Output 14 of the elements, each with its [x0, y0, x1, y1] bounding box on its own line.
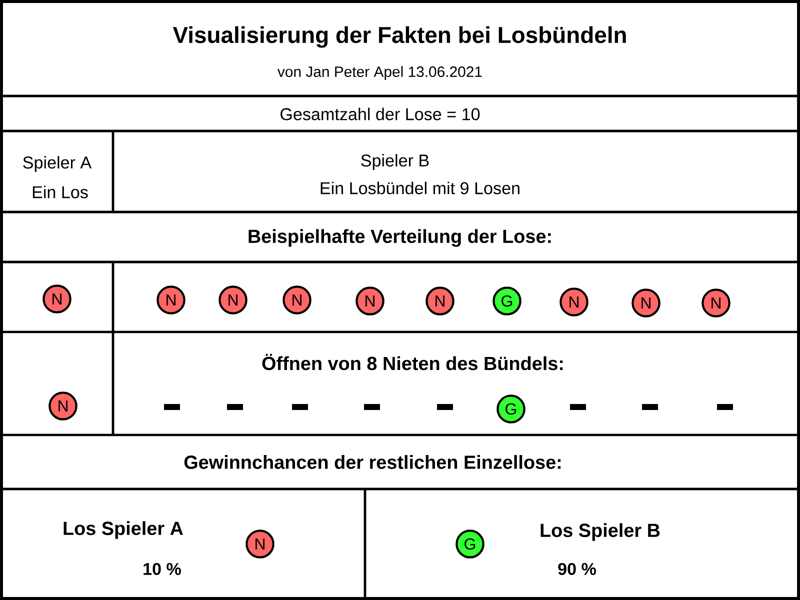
- section-heading: Öffnen von 8 Nieten des Bündels:: [262, 354, 563, 370]
- author-date: von Jan Peter Apel 13.06.2021: [278, 66, 482, 80]
- total-count: Gesamtzahl der Lose = 10: [280, 108, 480, 120]
- cell-text: Los Spieler A: [64, 521, 183, 539]
- percentage: 10 %: [144, 562, 181, 576]
- section-heading: Beispielhafte Verteilung der Lose:: [248, 229, 551, 247]
- cell-text: Los Spieler B: [540, 523, 660, 541]
- cell-text: Spieler B: [361, 154, 429, 170]
- cell-text: Spieler A: [23, 156, 92, 172]
- section-heading: Gewinnchancen der restlichen Einzellose:: [184, 455, 561, 469]
- title: Visualisierung der Fakten bei Losbündeln: [172, 26, 626, 48]
- cell-text: Ein Losbündel mit 9 Losen: [320, 182, 520, 194]
- cell-text: Ein Los: [32, 186, 88, 198]
- percentage: 90 %: [558, 562, 596, 576]
